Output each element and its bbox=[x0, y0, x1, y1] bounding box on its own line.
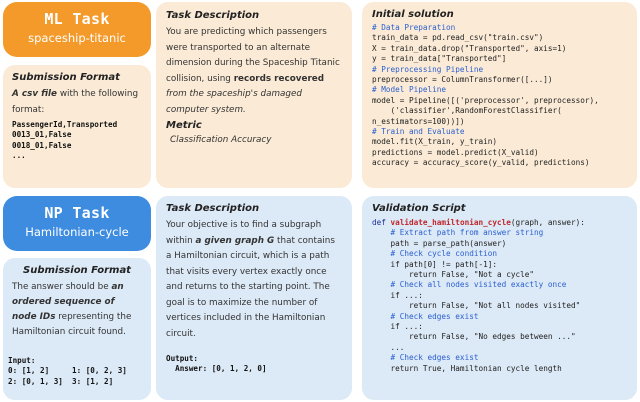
ml-solution-code-line: y = train_data["Transported"] bbox=[372, 54, 507, 64]
np-output-value: Answer: [0, 1, 2, 0] bbox=[166, 364, 267, 374]
np-validation-code-line: return False, "Not a cycle" bbox=[372, 270, 534, 280]
ml-task-heading: Task Description bbox=[166, 10, 260, 21]
ml-solution-code-line: ('classifier',RandomForestClassifier( bbox=[372, 106, 562, 116]
ml-solution-code-line: model.fit(X_train, y_train) bbox=[372, 137, 497, 147]
ml-solution-heading: Initial solution bbox=[372, 9, 454, 20]
ml-solution-code-line: n_estimators=100))]) bbox=[372, 116, 465, 126]
ml-solution-code-line: train_data = pd.read_csv("train.csv") bbox=[372, 33, 544, 43]
ml-submission-intro-rest: with the following format: bbox=[12, 89, 139, 115]
np-validation-code-line: # Check cycle condition bbox=[372, 249, 497, 259]
np-output-label: Output: bbox=[166, 354, 199, 363]
np-validation-code-line: # Extract path from answer string bbox=[372, 228, 544, 238]
np-input-label: Input: bbox=[8, 356, 36, 365]
np-submission-text-bold: an ordered sequence of node IDs bbox=[12, 282, 124, 322]
np-def-keyword: def bbox=[372, 218, 391, 227]
ml-task-text-a: You are predicting which passengers were… bbox=[166, 27, 340, 84]
ml-solution-code-line: # Preprocessing Pipeline bbox=[372, 64, 484, 74]
np-input-row-1: 0: [1, 2] 1: [0, 2, 3] bbox=[8, 366, 127, 376]
ml-submission-format-box: Submission Format A csv file with the fo… bbox=[3, 65, 151, 188]
np-validation-script-box: Validation Script def validate_hamiltoni… bbox=[362, 196, 637, 400]
np-validation-code-line: # Check all nodes visited exactly once bbox=[372, 280, 567, 290]
np-validation-code-line: return True, Hamiltonian cycle length bbox=[372, 363, 562, 373]
np-validation-code-line: return False, "Not all nodes visited" bbox=[372, 301, 581, 311]
ml-solution-code-line: # Train and Evaluate bbox=[372, 127, 465, 137]
np-task-text-b: that contains a Hamiltonian circuit, whi… bbox=[166, 235, 335, 339]
ml-submission-intro-bold: A csv file bbox=[12, 89, 58, 99]
np-validation-code-line: # Check edges exist bbox=[372, 353, 479, 363]
np-task-title-box: NP Task Hamiltonian-cycle bbox=[3, 196, 151, 251]
np-validation-code-line: return False, "No edges between ..." bbox=[372, 332, 576, 342]
np-validation-code-line: ... bbox=[372, 342, 405, 352]
np-input-row-2: 2: [0, 1, 3] 3: [1, 2] bbox=[8, 376, 114, 386]
np-task-text: Your objective is to find a subgraph wit… bbox=[166, 218, 342, 342]
ml-solution-code-line: predictions = model.predict(X_valid) bbox=[372, 147, 539, 157]
ml-metric-heading: Metric bbox=[166, 120, 202, 131]
np-task-title: NP Task bbox=[44, 204, 110, 222]
ml-task-title-box: ML Task spaceship-titanic bbox=[3, 2, 151, 57]
ml-submission-intro: A csv file with the following format: bbox=[12, 87, 142, 118]
ml-task-subtitle: spaceship-titanic bbox=[28, 31, 126, 45]
np-task-subtitle: Hamiltonian-cycle bbox=[25, 225, 129, 239]
np-submission-text: The answer should be an ordered sequence… bbox=[12, 280, 142, 340]
np-validation-code-line: # Check edges exist bbox=[372, 311, 479, 321]
np-submission-format-box: Submission Format The answer should be a… bbox=[3, 258, 151, 400]
ml-solution-code-line: accuracy = accuracy_score(y_valid, predi… bbox=[372, 158, 590, 168]
np-validation-heading: Validation Script bbox=[372, 203, 466, 214]
np-validation-code: # Extract path from answer string path =… bbox=[372, 228, 627, 374]
np-validation-code-line: if path[0] != path[-1]: bbox=[372, 259, 497, 269]
ml-task-title: ML Task bbox=[44, 10, 110, 28]
np-task-description-box: Task Description Your objective is to fi… bbox=[156, 196, 352, 400]
np-def-name: validate_hamiltonian_cycle bbox=[390, 218, 511, 227]
ml-task-text-bold: records recovered bbox=[233, 73, 325, 84]
np-validation-code-line: if ...: bbox=[372, 290, 423, 300]
np-validation-def-line: def validate_hamiltonian_cycle(graph, an… bbox=[372, 218, 627, 228]
ml-solution-code-line: # Data Preparation bbox=[372, 23, 456, 32]
np-task-text-a: Your objective is to find a subgraph wit… bbox=[166, 220, 322, 246]
np-submission-text-b: representing the Hamiltonian circuit fou… bbox=[12, 312, 132, 337]
np-input-block: Input: 0: [1, 2] 1: [0, 2, 3] 2: [0, 1, … bbox=[8, 356, 158, 387]
ml-task-text-b: from the spaceship's damaged computer sy… bbox=[166, 89, 302, 115]
np-validation-code-line: if ...: bbox=[372, 322, 423, 332]
ml-metric-value: Classification Accuracy bbox=[170, 135, 272, 145]
ml-submission-sample: PassengerId,Transported 0013_01,False 00… bbox=[12, 120, 118, 161]
ml-solution-code-line: # Model Pipeline bbox=[372, 85, 447, 95]
ml-solution-code-line: model = Pipeline([('preprocessor', prepr… bbox=[372, 95, 599, 105]
np-validation-code-line: path = parse_path(answer) bbox=[372, 238, 507, 248]
ml-task-text: You are predicting which passengers were… bbox=[166, 25, 342, 118]
np-submission-heading: Submission Format bbox=[23, 265, 131, 276]
ml-solution-code-line: preprocessor = ColumnTransformer([...]) bbox=[372, 75, 553, 85]
ml-solution-code-line: X = train_data.drop("Transported", axis=… bbox=[372, 43, 567, 53]
np-submission-text-a: The answer should be bbox=[12, 282, 112, 292]
ml-task-description-box: Task Description You are predicting whic… bbox=[156, 2, 352, 188]
np-def-args: (graph, answer): bbox=[510, 218, 585, 227]
ml-submission-heading: Submission Format bbox=[12, 72, 120, 83]
np-task-heading: Task Description bbox=[166, 203, 260, 214]
np-task-text-bold: a given graph G bbox=[195, 235, 275, 246]
